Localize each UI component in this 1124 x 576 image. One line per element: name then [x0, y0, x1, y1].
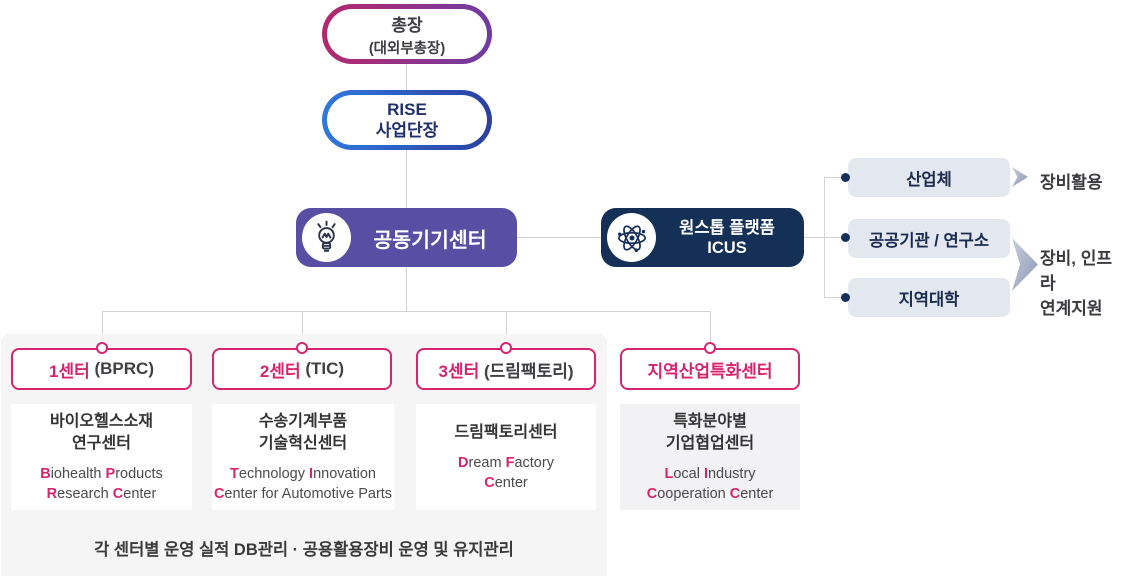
shared-equipment-center-label: 공동기기센터: [373, 228, 487, 252]
lightbulb-icon: [302, 213, 351, 262]
branch-horizontal: [102, 311, 711, 312]
branch-drop-2: [302, 311, 303, 343]
chevron-right-icon-small: [1012, 167, 1028, 187]
center-2-english-name: Technology Innovation Center for Automot…: [213, 465, 393, 502]
partner-local-university: 지역대학: [848, 278, 1010, 317]
partner-industry: 산업체: [848, 158, 1010, 197]
node-circle-3: [500, 342, 512, 354]
center-3-description: 드림팩토리센터 Dream Factory Center: [416, 404, 596, 510]
center-4-english-name: Local Industry Cooperation Center: [646, 465, 774, 502]
node-circle-2: [296, 342, 308, 354]
shared-equipment-center-node: 공동기기센터: [296, 208, 517, 267]
bracket-vertical: [824, 177, 825, 298]
bullet-dot-2: [841, 233, 850, 242]
connector-president-rise: [406, 64, 407, 91]
icus-platform-label: 원스톱 플랫폼 ICUS: [679, 218, 775, 257]
center-1-title: 1센터 (BPRC): [11, 348, 192, 390]
node-circle-4: [704, 342, 716, 354]
center-2-korean-name: 수송기계부품 기술혁신센터: [258, 412, 348, 452]
outcome-infra-support: 장비, 인프라 연계지원: [1040, 249, 1113, 318]
bullet-dot-3: [841, 293, 850, 302]
bracket-stub-top: [824, 177, 845, 178]
branch-drop-1: [102, 311, 103, 343]
outcome-equipment-use: 장비활용: [1040, 173, 1103, 192]
rise-label: RISE 사업단장: [375, 100, 439, 140]
center-4-korean-name: 특화분야별 기업협업센터: [665, 412, 755, 452]
president-title: 총장: [391, 15, 423, 35]
branch-drop-3: [506, 311, 507, 343]
center-1-english-name: Biohealth Products Research Center: [40, 465, 163, 502]
center-3-english-name: Dream Factory Center: [458, 454, 554, 491]
chevron-right-icon-large: [1012, 238, 1038, 291]
branch-drop-4: [710, 311, 711, 343]
center-2-title: 2센터 (TIC): [212, 348, 392, 390]
center-2-description: 수송기계부품 기술혁신센터 Technology Innovation Cent…: [212, 404, 394, 510]
center-1-description: 바이오헬스소재 연구센터 Biohealth Products Research…: [11, 404, 192, 510]
center-4-title: 지역산업특화센터: [620, 348, 800, 390]
node-circle-1: [96, 342, 108, 354]
atom-icon: [607, 213, 656, 262]
bracket-stub-bottom: [824, 297, 845, 298]
president-node: 총장 (대외부총장): [322, 4, 492, 64]
partner-public-research: 공공기관 / 연구소: [848, 219, 1010, 258]
center-1-korean-name: 바이오헬스소재 연구센터: [49, 412, 154, 452]
connector-shared-platform: [517, 237, 601, 238]
president-subtitle: (대외부총장): [368, 40, 446, 57]
panel-footnote: 각 센터별 운영 실적 DB관리 · 공용활용장비 운영 및 유지관리: [94, 541, 514, 559]
connector-shared-branch: [406, 267, 407, 312]
center-3-title: 3센터 (드림팩토리): [416, 348, 596, 390]
center-4-description: 특화분야별 기업협업센터 Local Industry Cooperation …: [620, 404, 800, 510]
connector-rise-shared: [406, 150, 407, 209]
icus-platform-node: 원스톱 플랫폼 ICUS: [601, 208, 804, 267]
center-3-korean-name: 드림팩토리센터: [454, 423, 558, 441]
bullet-dot-1: [841, 173, 850, 182]
rise-node: RISE 사업단장: [322, 90, 492, 150]
